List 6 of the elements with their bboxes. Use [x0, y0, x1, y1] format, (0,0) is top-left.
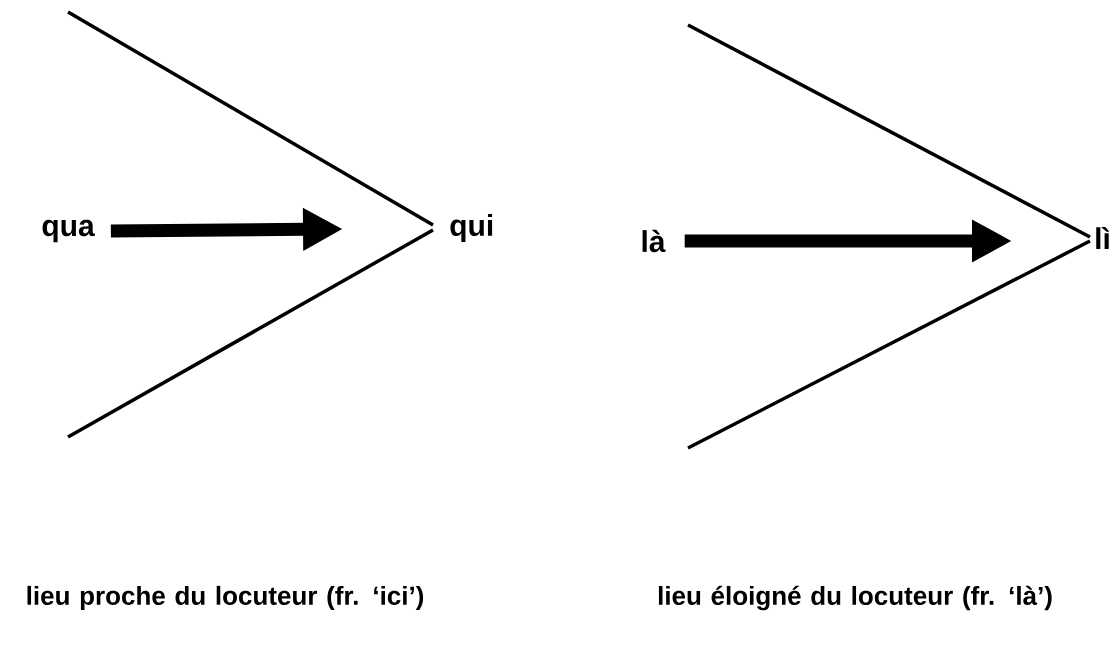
word-label: qui	[450, 214, 493, 242]
caption: lieu proche du locuteur (fr. ‘ici’)	[27, 585, 424, 611]
word-label: qua	[42, 219, 95, 243]
caption: lieu éloigné du locuteur (fr. ‘là’)	[658, 585, 1052, 611]
word-label: lì	[1096, 227, 1109, 249]
word-label: là	[642, 229, 666, 253]
